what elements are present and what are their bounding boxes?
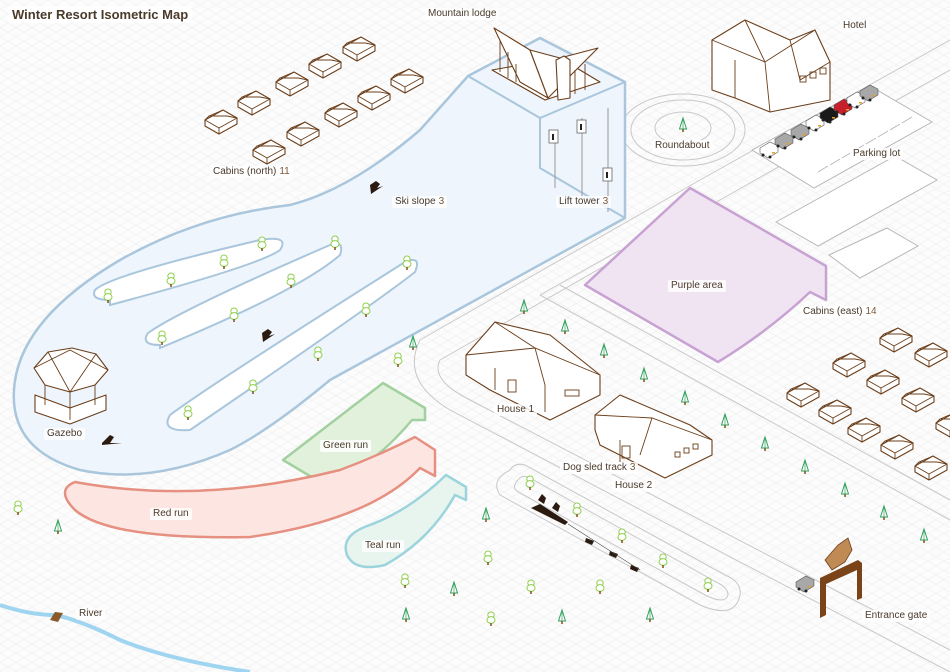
parking-label: Parking lot <box>850 148 904 160</box>
river-label: River <box>76 608 106 620</box>
parking-lot <box>751 85 939 279</box>
house-1-label: House 1 <box>494 404 538 416</box>
dog-sled-label: Dog sled track <box>563 462 627 473</box>
roundabout-label: Roundabout <box>652 140 713 152</box>
dog-sled-track <box>496 463 741 612</box>
purple-area-label: Purple area <box>668 280 726 292</box>
skier-count: 3 <box>438 196 445 207</box>
cabins-top-count: 11 <box>279 166 290 177</box>
skier-icon <box>102 181 383 445</box>
cabins-right-count: 14 <box>865 306 877 317</box>
teal-run-label: Teal run <box>362 540 404 552</box>
lodge-label: Mountain lodge <box>425 8 500 20</box>
gate-icon <box>820 537 862 618</box>
gazebo-icon <box>33 347 109 425</box>
ski-slope <box>12 36 627 476</box>
gate-label: Entrance gate <box>862 610 931 622</box>
bridge-icon <box>50 612 63 622</box>
hotel-label: Hotel <box>840 20 870 32</box>
elevator-count: 3 <box>602 196 609 207</box>
purple-area <box>583 186 828 364</box>
green-run-label: Green run <box>320 440 372 452</box>
house-2 <box>594 394 713 479</box>
map-title: Winter Resort Isometric Map <box>8 6 193 23</box>
house-2-label: House 2 <box>612 480 656 492</box>
cabins-right-label: Cabins (east) <box>803 306 863 317</box>
slope-label: Ski slope <box>395 196 436 207</box>
elevator-icon <box>548 119 613 182</box>
dog-count: 3 <box>629 462 636 473</box>
red-run-label: Red run <box>150 508 192 520</box>
house-1 <box>465 321 601 421</box>
hotel-icon <box>711 19 831 113</box>
lodge-icon <box>491 27 601 101</box>
cabins-top-label: Cabins (north) <box>213 166 277 177</box>
dog-sled-icon <box>531 494 641 572</box>
cabins-right-caption: Cabins (east)14 <box>800 306 880 318</box>
cabins-top-caption: Cabins (north)11 <box>210 166 293 178</box>
roads <box>413 39 950 672</box>
gazebo-label: Gazebo <box>44 428 86 440</box>
river <box>0 603 251 672</box>
lift-label: Lift tower <box>559 196 600 207</box>
